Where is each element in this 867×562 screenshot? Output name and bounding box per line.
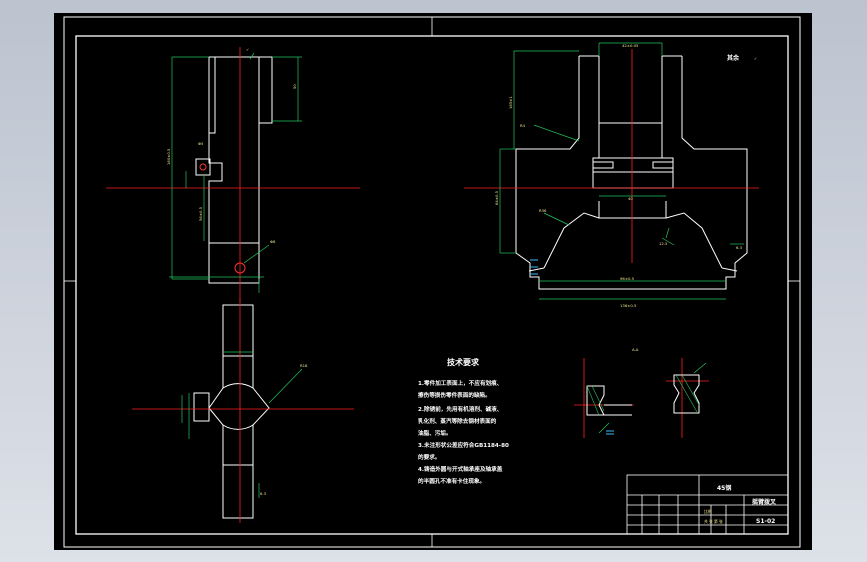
front-view-left [195,56,273,284]
dim-text-right-8: 40 [628,196,633,201]
title-block-sheet-label: 共 张 第 张 [704,519,723,524]
section-view-aa [574,358,709,438]
section-view-label: A-A [632,347,639,352]
front-view-right [515,55,748,290]
dim-text-right-10: 6.3 [736,245,743,250]
dim-text-left-3: 56±0.5 [198,206,203,221]
section-leaders [598,362,707,434]
tech-req-line-5: 油脂、污垢。 [418,429,452,437]
dim-text-left-1: 160±0.5 [166,148,171,165]
dim-text-bottom-1: R18 [300,363,308,368]
roughness-mark-left: ✓ [246,47,249,52]
technical-requirements: 技术要求 1.零件加工表面上，不应有划痕、 擦伤等损伤零件表面的缺陷。 2.除锈… [418,357,509,485]
tech-req-line-8: 4.铸造外圆与开式轴承座及轴承盖 [418,465,503,473]
title-block [626,474,789,535]
dim-text-left-5: Φ5 [198,141,204,146]
tech-req-line-9: 的半圆孔不准有卡住现象。 [418,477,485,485]
tech-req-line-3: 2.除锈前，先用有机溶剂、碱液、 [418,405,502,413]
title-block-material: 45钢 [717,484,731,492]
title-block-drawing-no: S1-02 [756,518,775,525]
dim-text-left-2: 50 [292,84,297,89]
bottom-view-left [193,304,270,519]
roughness-note: 其余 [727,54,740,62]
tech-req-heading: 技术要求 [447,357,480,367]
title-block-scale-label: 比例 [704,509,712,514]
roughness-note-symbol: ✓ [754,56,757,61]
dim-text-right-1: 42±0.05 [622,43,639,48]
dim-text-bottom-2: 6.3 [260,491,267,496]
tech-req-line-6: 3.未注形状公差应符合GB1184-80 [418,441,509,449]
dim-text-right-9: 12.5 [659,241,668,246]
dim-text-right-5: 136±0.5 [620,303,637,308]
dim-text-right-6: R4 [520,123,526,128]
dimensions-bottom [181,351,303,498]
dimensions-right [499,42,744,300]
dim-text-right-7: R36 [539,208,547,213]
tech-req-line-1: 1.零件加工表面上，不应有划痕、 [418,379,502,387]
title-block-part-name: 摇臂拨叉 [752,498,777,506]
dim-text-right-4: 96±0.5 [620,276,635,281]
tech-req-line-4: 乳化剂、蒸汽等除去钢材表面的 [418,417,497,425]
section-marks [530,259,538,275]
section-small-marks [606,430,614,435]
dim-text-right-3: 64±0.5 [494,190,499,205]
tech-req-line-7: 的要求。 [418,453,440,461]
dimensions-left [169,52,302,293]
tech-req-line-2: 擦伤等损伤零件表面的缺陷。 [418,391,491,399]
dim-text-right-2: 165±1 [508,96,513,109]
drawing-sheet[interactable]: 160±0.5 50 56±0.5 Φ8 Φ5 ✓ [54,13,812,550]
drawing-canvas: 160±0.5 50 56±0.5 Φ8 Φ5 ✓ [63,16,801,548]
dim-text-left-4: Φ8 [270,239,276,244]
